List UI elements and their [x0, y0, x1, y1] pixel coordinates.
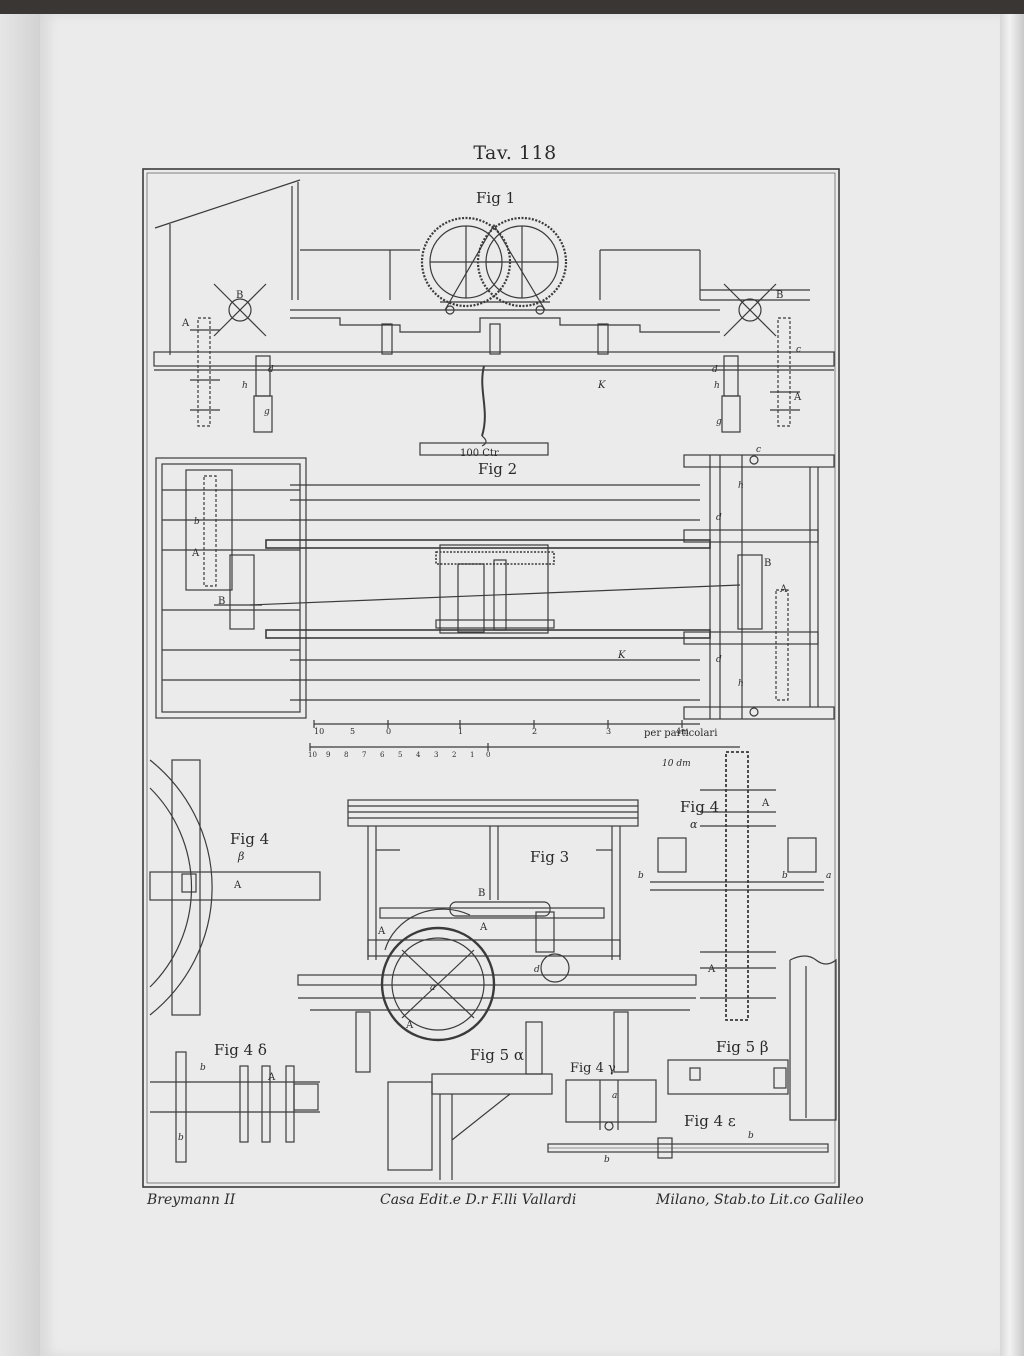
scale-bottom-tick-7: 3 — [434, 751, 438, 759]
letter-A-fig3-left: A — [377, 926, 386, 937]
scale-top-caption: per particolari — [644, 728, 717, 739]
fig2-label: Fig 2 — [478, 460, 517, 478]
letter-a-fig4a: a — [826, 871, 831, 881]
letter-B-fig3: B — [478, 888, 485, 899]
scale-bottom-tick-0: 10 — [308, 751, 317, 759]
plate-inner-border — [146, 172, 836, 1184]
scale-top-tick-4: 2 — [532, 727, 537, 736]
scale-top-tick-2: 0 — [386, 727, 391, 736]
letter-B-fig2-left: B — [218, 596, 225, 607]
letter-A-fig3-bottom: A — [405, 1020, 414, 1031]
letter-g-fig1-right: g — [716, 417, 722, 427]
fig4b-sub-label: β — [237, 850, 244, 863]
scale-bottom-caption: 10 dm — [662, 759, 691, 769]
letter-d-fig2-top: d — [716, 513, 722, 523]
credit-author: Breymann II — [147, 1192, 236, 1208]
credit-printer: Milano, Stab.to Lit.co Galileo — [656, 1192, 864, 1208]
scale-top-tick-1: 5 — [350, 727, 355, 736]
letter-B-fig1-right: B — [776, 290, 783, 301]
fig4d-detail — [150, 1051, 320, 1163]
scale-top-tick-5: 3 — [606, 727, 611, 736]
scale-bottom-tick-10: 0 — [486, 751, 490, 759]
fig4g-label: Fig 4 γ — [570, 1061, 616, 1076]
scale-bottom-tick-2: 8 — [344, 751, 348, 759]
book-gutter — [0, 14, 40, 1356]
letter-A-fig1-left: A — [181, 318, 190, 329]
fig5a-label: Fig 5 α — [470, 1046, 524, 1064]
scale-top-tick-0: 10 — [314, 727, 324, 736]
fig4b-wheel — [149, 759, 321, 1016]
letter-h-fig1-right: h — [714, 381, 720, 391]
letter-d-fig1-left: d — [268, 365, 274, 375]
letter-b-fig2: b — [194, 517, 200, 527]
credit-publisher: Casa Edit.e D.r F.lli Vallardi — [380, 1192, 577, 1208]
letter-h-fig2-bottom: h — [738, 679, 744, 689]
fig5b-detail — [667, 1059, 789, 1095]
fig2-plan — [155, 454, 835, 720]
letter-A-fig4a-bottom: A — [707, 964, 716, 975]
scale-bottom-tick-9: 1 — [470, 751, 474, 759]
fig5a-bracket — [387, 1021, 553, 1180]
letter-b-fig4a-left: b — [638, 871, 644, 881]
fig4e-axle — [547, 1137, 829, 1159]
letter-b-fig4e-right: b — [748, 1131, 754, 1141]
fig4g-detail — [565, 1079, 657, 1131]
letter-a-fig4g: a — [612, 1091, 617, 1101]
fig4b-label: Fig 4 — [230, 830, 269, 848]
scale-bottom-tick-3: 7 — [362, 751, 366, 759]
letter-a-fig3: a — [430, 983, 435, 993]
scale-bottom-tick-1: 9 — [326, 751, 330, 759]
fig3-label: Fig 3 — [530, 848, 569, 866]
letter-b-fig4e-left: b — [604, 1155, 610, 1165]
book-page-edge — [1000, 14, 1024, 1356]
fig4a-label: Fig 4 — [680, 798, 719, 816]
scale-bottom-tick-8: 2 — [452, 751, 456, 759]
letter-d-fig1-right: d — [712, 365, 718, 375]
letter-h-fig1-left: h — [242, 381, 248, 391]
letter-d-fig2-bottom: d — [716, 655, 722, 665]
letter-B-fig1-left: B — [236, 290, 243, 301]
letter-K-fig2: K — [617, 650, 626, 661]
scale-top-tick-3: 1 — [458, 727, 463, 736]
letter-b-fig4a-right: b — [782, 871, 788, 881]
plate-paper — [40, 14, 1000, 1356]
scale-top-tick-6: 4m — [676, 727, 689, 736]
letter-A-fig2-right: A — [779, 584, 788, 595]
fig5b-label: Fig 5 β — [716, 1038, 769, 1056]
fig4a-sub-label: α — [690, 818, 698, 831]
fig1-elevation — [153, 179, 835, 456]
scale-bottom-tick-5: 5 — [398, 751, 402, 759]
fig4d-label: Fig 4 δ — [214, 1041, 267, 1059]
letter-A-fig2-left: A — [191, 548, 200, 559]
scale-bottom-tick-6: 4 — [416, 751, 421, 759]
fig4e-label: Fig 4 ε — [684, 1112, 736, 1130]
letter-A-fig1-right: A — [793, 392, 802, 403]
letter-B-fig2-right: B — [764, 558, 771, 569]
scale-bottom-tick-4: 6 — [380, 751, 385, 759]
letter-K-fig1: K — [597, 380, 606, 391]
letter-A-fig4d: A — [267, 1072, 276, 1083]
letter-A-fig4b: A — [233, 880, 242, 891]
plate-title: Tav. 118 — [473, 142, 557, 164]
letter-A-fig3-right: A — [479, 922, 488, 933]
fig1-label: Fig 1 — [476, 189, 515, 207]
load-label: 100 Ctr — [460, 448, 499, 459]
letter-h-fig2-top: h — [738, 481, 744, 491]
figure-labels: Fig 1 Fig 2 Fig 3 Fig 4 α Fig 4 β Fig 4 … — [178, 189, 831, 1165]
letter-c-fig1: c — [796, 345, 801, 355]
letter-c-fig2: c — [756, 445, 761, 455]
scale-bars — [309, 720, 740, 751]
fig4a-shaft — [650, 751, 837, 1121]
letter-A-fig4a-top: A — [761, 798, 770, 809]
letter-b-fig4d-bottom: b — [178, 1133, 184, 1143]
plate-border — [142, 168, 840, 1188]
letter-b-fig4d-top: b — [200, 1063, 206, 1073]
letter-d-fig3: d — [534, 965, 540, 975]
fig3-end-view — [297, 799, 697, 1073]
letter-g-fig1-left: g — [264, 407, 270, 417]
